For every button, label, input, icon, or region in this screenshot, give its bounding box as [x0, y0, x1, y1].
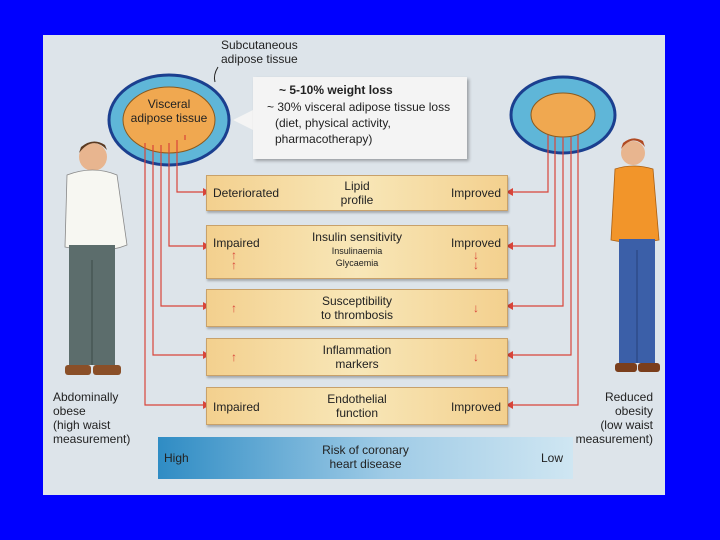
- row-center-label: Inflammation markers: [322, 343, 392, 371]
- obese-person-figure: [64, 141, 128, 375]
- diagram-panel: Subcutaneous adipose tissue Visceral adi…: [43, 35, 665, 495]
- risk-low-label: Low: [540, 451, 563, 465]
- row-inflammation: Inflammation markers ↑ ↓: [206, 338, 508, 376]
- subcutaneous-label: Subcutaneous adipose tissue: [221, 38, 298, 66]
- callout-line-2: (diet, physical activity,: [275, 116, 391, 130]
- down-arrow-icon: ↓: [473, 350, 479, 364]
- up-arrow-icon: ↑: [231, 301, 237, 315]
- risk-gradient-bar: High Risk of coronary heart disease Low: [158, 437, 573, 479]
- visceral-label: Visceral adipose tissue: [130, 97, 208, 125]
- row-left-label: Impaired: [213, 400, 260, 414]
- right-person-caption: Reduced obesity (low waist measurement): [575, 390, 653, 446]
- callout-line-1: ~ 30% visceral adipose tissue loss: [267, 100, 451, 114]
- up-arrow-icon: ↑↑: [231, 248, 237, 272]
- callout-headline: ~ 5-10% weight loss: [279, 83, 393, 97]
- row-center-label: Lipid profile: [340, 179, 374, 207]
- weight-loss-callout: ~ 5-10% weight loss ~ 30% visceral adipo…: [253, 77, 467, 159]
- lean-person-figure: [610, 138, 660, 372]
- row-center-label: Endothelial function: [327, 392, 387, 420]
- row-left-label: Impaired: [213, 236, 260, 250]
- row-lipid-profile: Deteriorated Lipid profile Improved: [206, 175, 508, 211]
- connector-lines: [64, 66, 660, 409]
- up-arrow-icon: ↑: [231, 350, 237, 364]
- down-arrow-icon: ↓: [473, 301, 479, 315]
- row-right-label: Improved: [450, 186, 501, 200]
- row-left-label: Deteriorated: [213, 186, 280, 200]
- row-insulin-sensitivity: Impaired Insulin sensitivity Insulinaemi…: [206, 225, 508, 279]
- row-thrombosis: Susceptibility to thrombosis ↑ ↓: [206, 289, 508, 327]
- risk-title: Risk of coronary heart disease: [322, 443, 409, 471]
- row-sub-label: Insulinaemia Glycaemia: [331, 246, 383, 268]
- row-center-label: Insulin sensitivity: [311, 230, 403, 244]
- row-right-label: Improved: [450, 400, 501, 414]
- row-endothelial: Impaired Endothelial function Improved: [206, 387, 508, 425]
- row-center-label: Susceptibility to thrombosis: [320, 294, 394, 322]
- down-arrow-icon: ↓↓: [473, 248, 479, 272]
- risk-high-label: High: [164, 451, 189, 465]
- callout-line-3: pharmacotherapy): [275, 132, 373, 146]
- left-person-caption: Abdominally obese (high waist measuremen…: [53, 390, 131, 446]
- row-right-label: Improved: [450, 236, 501, 250]
